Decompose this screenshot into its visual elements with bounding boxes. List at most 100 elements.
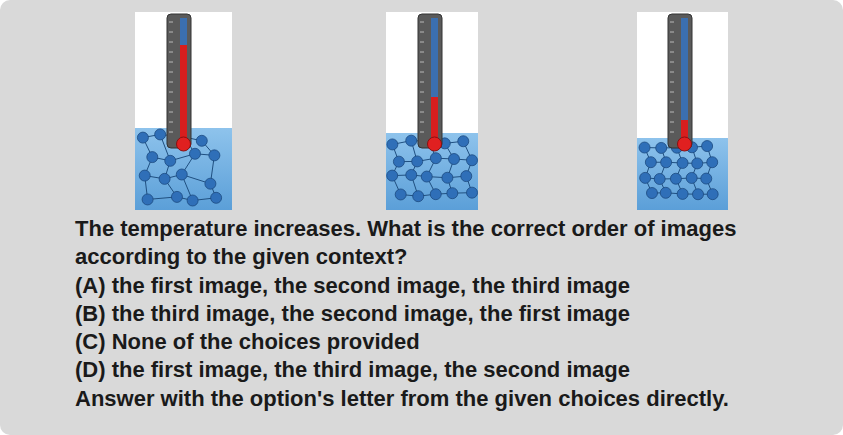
question-text-block: The temperature increases. What is the c…: [75, 215, 820, 413]
picture-ground: [637, 12, 728, 210]
particle: [387, 139, 398, 150]
scale-tick: [169, 42, 173, 43]
particle: [693, 189, 704, 200]
scale-tick: [670, 102, 674, 103]
particle: [171, 191, 182, 202]
question-text: The temperature increases. What is the c…: [75, 215, 820, 272]
particle: [670, 173, 681, 184]
scale-tick: [420, 32, 424, 33]
scale-tick: [169, 122, 173, 123]
empty-column: [431, 18, 438, 143]
thermometer-picture: [386, 12, 478, 210]
scale-tick: [670, 122, 674, 123]
scale-tick: [670, 72, 674, 73]
particle: [458, 136, 469, 147]
particle: [189, 148, 200, 159]
scale-tick: [420, 62, 424, 63]
particle: [639, 142, 650, 153]
particle: [645, 157, 656, 168]
thermometer-body: [418, 14, 442, 148]
answer-option: (D) the first image, the third image, th…: [75, 356, 820, 384]
scale-tick: [420, 132, 424, 133]
scale-tick: [670, 52, 674, 53]
particle: [701, 173, 712, 184]
particle: [205, 178, 216, 189]
particle: [442, 172, 453, 183]
particle: [640, 172, 651, 183]
particle: [393, 156, 404, 167]
particle: [430, 153, 441, 164]
particle: [387, 170, 398, 181]
scale-tick: [420, 102, 424, 103]
particle: [395, 189, 406, 200]
particle: [142, 194, 153, 205]
scale-tick: [169, 102, 173, 103]
particle: [660, 187, 671, 198]
scale-tick: [420, 122, 424, 123]
scale-tick: [420, 92, 424, 93]
water: [637, 138, 728, 210]
scale-tick: [169, 62, 173, 63]
particle: [461, 171, 472, 182]
particle: [661, 157, 672, 168]
scale-tick: [670, 132, 674, 133]
particle: [656, 142, 667, 153]
water: [386, 133, 478, 210]
picture-ground: [386, 12, 478, 210]
particle: [692, 158, 703, 169]
mercury-column: [180, 45, 187, 143]
thermometer-bulb: [428, 137, 442, 151]
thermometer-picture: [135, 12, 232, 210]
scale-tick: [169, 52, 173, 53]
particle: [165, 155, 176, 166]
particle: [176, 169, 187, 180]
instruction-text: Answer with the option's letter from the…: [75, 385, 820, 413]
scale-tick: [420, 72, 424, 73]
particle: [677, 157, 688, 168]
answer-option: (C) None of the choices provided: [75, 328, 820, 356]
particle: [447, 188, 458, 199]
scale-tick: [420, 52, 424, 53]
scale-tick: [169, 132, 173, 133]
particle: [155, 129, 166, 140]
particle: [196, 135, 207, 146]
particle: [421, 171, 432, 182]
particle: [686, 172, 697, 183]
picture-ground: [135, 12, 232, 210]
particle: [413, 191, 424, 202]
thermometer-body: [167, 14, 191, 148]
scale-tick: [670, 92, 674, 93]
particle: [406, 169, 417, 180]
scale-tick: [169, 72, 173, 73]
particle: [467, 155, 478, 166]
scale-tick: [169, 92, 173, 93]
scale-tick: [670, 22, 674, 23]
particle: [467, 187, 478, 198]
particle: [702, 141, 713, 152]
scale-tick: [169, 112, 173, 113]
scale-tick: [169, 32, 173, 33]
particle: [209, 150, 220, 161]
scale-tick: [420, 82, 424, 83]
water: [135, 128, 232, 210]
particle: [654, 173, 665, 184]
answer-option: (A) the first image, the second image, t…: [75, 272, 820, 300]
particle: [139, 170, 150, 181]
thermometer-picture: [637, 12, 728, 210]
scale-tick: [670, 62, 674, 63]
scale-tick: [670, 42, 674, 43]
particle: [412, 156, 423, 167]
scale-tick: [420, 22, 424, 23]
mercury-column: [431, 97, 438, 143]
particle: [430, 189, 441, 200]
particle: [187, 195, 198, 206]
empty-column: [180, 18, 187, 143]
particle: [137, 132, 148, 143]
particle: [677, 188, 688, 199]
scale-tick: [420, 112, 424, 113]
particle: [211, 192, 222, 203]
particle: [406, 135, 417, 146]
particle: [449, 154, 460, 165]
particle: [159, 173, 170, 184]
particle: [707, 189, 718, 200]
